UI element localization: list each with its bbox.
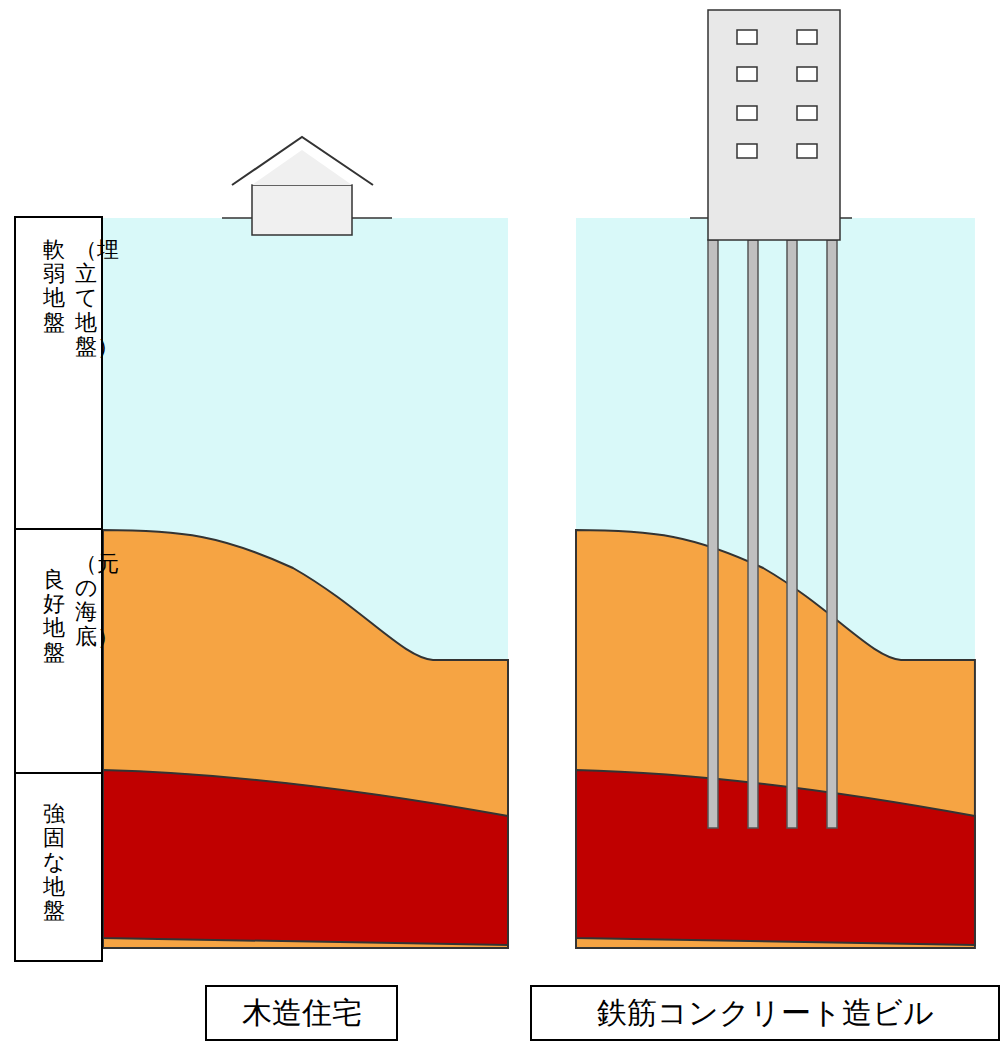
layer-name: 軟弱地盤: [43, 238, 65, 335]
structure-name: 木造住宅: [242, 995, 362, 1031]
structure-name: 鉄筋コンクリート造ビル: [597, 995, 934, 1031]
rc-building-ground: [576, 218, 975, 948]
layer-note: （元の海底）: [75, 552, 97, 649]
layer-name: 良好地盤: [43, 568, 65, 665]
layer-name: 強固な地盤: [43, 802, 65, 923]
wood-house-ground: [103, 218, 508, 948]
structure-label-box: 鉄筋コンクリート造ビル: [530, 985, 1000, 1041]
rc-building: [690, 10, 852, 828]
ground-layer-label: 強固な地盤: [14, 772, 103, 962]
ground-layer-label: 良好地盤 （元の海底）: [14, 528, 103, 774]
ground-layer-label: 軟弱地盤 （埋立て地盤）: [14, 216, 103, 530]
structure-label-box: 木造住宅: [205, 985, 398, 1041]
house: [222, 137, 392, 235]
layer-note: （埋立て地盤）: [75, 238, 97, 359]
